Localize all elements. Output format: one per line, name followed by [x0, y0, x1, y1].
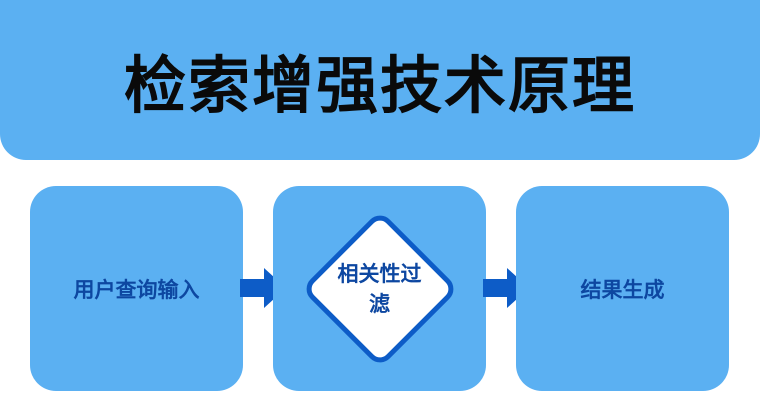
- step-label-query-input: 用户查询输入: [73, 277, 200, 302]
- step-box-result-generation: 结果生成: [516, 186, 729, 391]
- step-box-relevance-filter: 相关性过滤: [273, 186, 486, 391]
- step-label-result-generation: 结果生成: [580, 277, 665, 302]
- step-box-query-input: 用户查询输入: [30, 186, 243, 391]
- page-title: 检索增强技术原理: [123, 49, 636, 122]
- step-label-relevance-filter: 相关性过滤: [337, 261, 422, 316]
- title-banner: 检索增强技术原理: [0, 0, 760, 160]
